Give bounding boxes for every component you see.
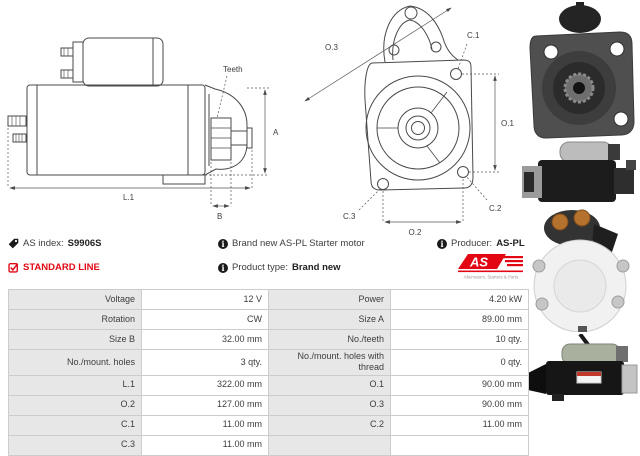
photo-side-view[interactable] [522, 140, 640, 206]
spec-value: 12 V [141, 289, 269, 310]
spec-value: CW [141, 309, 269, 330]
photo-side-view-2[interactable] [522, 334, 640, 404]
spec-label: C.3 [8, 434, 142, 456]
table-row: L.1 322.00 mm O.1 90.00 mm [8, 374, 529, 396]
starter-outline [7, 37, 253, 185]
spec-label: C.1 [8, 414, 142, 436]
standard-line-label: STANDARD LINE [23, 262, 100, 273]
brand-new-note: i Brand new AS-PL Starter motor [218, 238, 365, 249]
logo-tagline: Alternators, Starters & Parts [464, 275, 519, 280]
product-type: i Product type: Brand new [218, 262, 341, 273]
product-type-value: Brand new [291, 262, 341, 273]
standard-line: STANDARD LINE [8, 262, 100, 273]
producer: i Producer: AS-PL [437, 238, 525, 249]
table-row: Voltage 12 V Power 4.20 kW [8, 289, 529, 310]
photo-rear-view[interactable] [522, 208, 640, 332]
c3-label: C.3 [343, 212, 356, 221]
spec-label: C.2 [268, 414, 391, 436]
spec-value: 10 qty. [390, 329, 529, 350]
spec-label [268, 434, 391, 456]
table-row: Size B 32.00 mm No./teeth 10 qty. [8, 329, 529, 350]
starter-side-view-diagram: Teeth A L.1 B [7, 37, 279, 221]
photo-front-flange-view[interactable] [522, 2, 640, 140]
product-photo-gallery [522, 0, 640, 454]
spec-label: No./mount. holes with thread [268, 349, 391, 376]
as-index-value: S9906S [67, 238, 102, 249]
starter-front-view-diagram: O.3 C.1 O.1 C.3 C.2 O.2 [304, 5, 514, 237]
c2-label: C.2 [489, 204, 502, 213]
product-header: AS index: S9906S i Brand new AS-PL Start… [8, 236, 528, 288]
o2-label: O.2 [409, 228, 422, 237]
spec-label: Power [268, 289, 391, 310]
spec-value: 89.00 mm [390, 309, 529, 330]
size-a-label: A [273, 128, 279, 137]
dimension-lines [304, 7, 499, 224]
o1-label: O.1 [501, 119, 514, 128]
tag-icon [8, 238, 19, 249]
as-index-label: AS index: [23, 238, 64, 249]
producer-value: AS-PL [496, 238, 525, 249]
spec-value [390, 434, 529, 456]
spec-value: 90.00 mm [390, 394, 529, 416]
dimension-labels: Teeth A L.1 B [123, 65, 279, 221]
spec-value: 0 qty. [390, 349, 529, 376]
spec-value: 322.00 mm [141, 374, 269, 396]
info-icon: i [218, 262, 228, 273]
spec-label: Voltage [8, 289, 142, 310]
table-row: Rotation CW Size A 89.00 mm [8, 309, 529, 330]
table-row: No./mount. holes 3 qty. No./mount. holes… [8, 349, 529, 376]
as-pl-logo: AS Alternators, Starters & Parts [458, 254, 523, 280]
logo-text: AS [469, 255, 488, 270]
spec-label: O.3 [268, 394, 391, 416]
spec-value: 32.00 mm [141, 329, 269, 350]
spec-value: 11.00 mm [141, 434, 269, 456]
brand-new-text: Brand new AS-PL Starter motor [232, 238, 365, 249]
product-type-label: Product type: [232, 262, 288, 273]
spec-value: 11.00 mm [141, 414, 269, 436]
spec-label: Size A [268, 309, 391, 330]
teeth-label: Teeth [223, 65, 243, 74]
spec-label: O.1 [268, 374, 391, 396]
table-row: C.1 11.00 mm C.2 11.00 mm [8, 414, 529, 436]
size-b-label: B [217, 212, 222, 221]
spec-value: 11.00 mm [390, 414, 529, 436]
as-index: AS index: S9906S [8, 238, 101, 249]
spec-value: 3 qty. [141, 349, 269, 376]
spec-label: Rotation [8, 309, 142, 330]
dimension-lines [7, 75, 269, 208]
spec-value: 4.20 kW [390, 289, 529, 310]
c1-label: C.1 [467, 31, 480, 40]
spec-label: No./teeth [268, 329, 391, 350]
dimension-labels: O.3 C.1 O.1 C.3 C.2 O.2 [325, 31, 514, 237]
flange-outline [364, 5, 474, 191]
spec-label: No./mount. holes [8, 349, 142, 376]
producer-label: Producer: [451, 238, 493, 249]
spec-value: 127.00 mm [141, 394, 269, 416]
length-l1-label: L.1 [123, 193, 135, 202]
spec-label: O.2 [8, 394, 142, 416]
info-icon: i [437, 238, 447, 249]
spec-value: 90.00 mm [390, 374, 529, 396]
spec-label: L.1 [8, 374, 142, 396]
table-row: C.3 11.00 mm [8, 434, 529, 456]
table-row: O.2 127.00 mm O.3 90.00 mm [8, 394, 529, 416]
spec-table: Voltage 12 V Power 4.20 kW Rotation CW S… [8, 289, 529, 456]
spec-label: Size B [8, 329, 142, 350]
info-icon: i [218, 238, 228, 249]
checkbox-checked-icon [8, 263, 19, 273]
o3-label: O.3 [325, 43, 338, 52]
